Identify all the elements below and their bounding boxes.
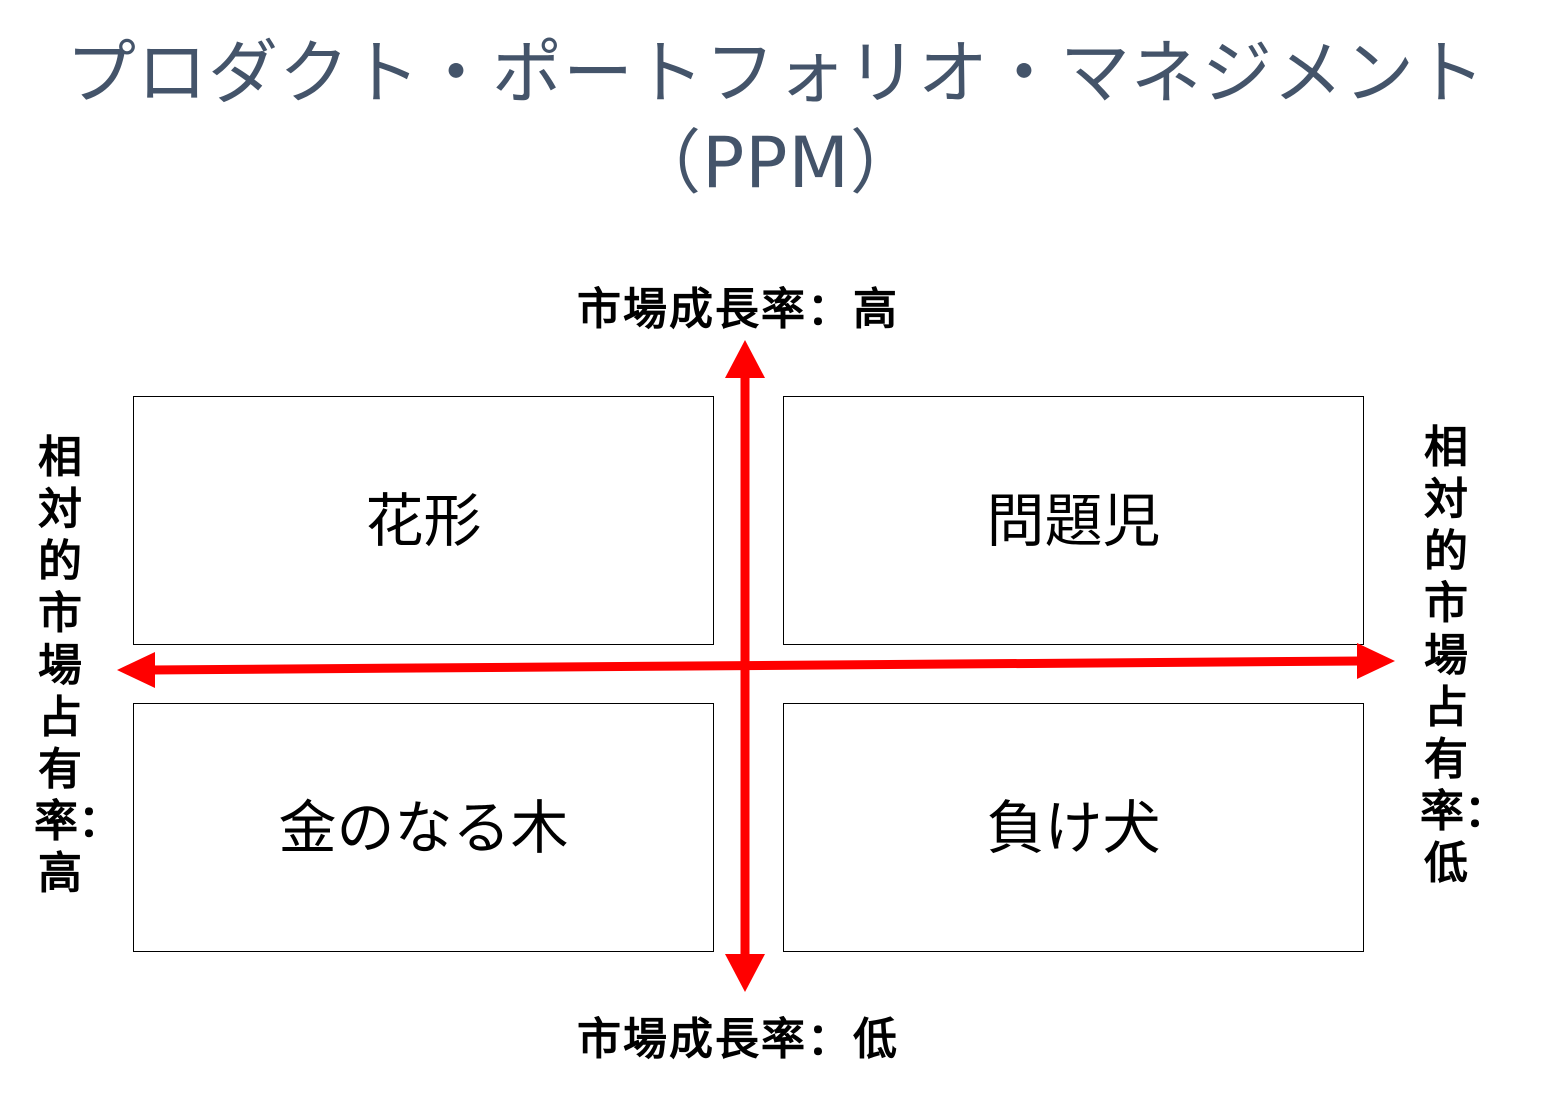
quadrant-cash-cow-label: 金のなる木 [278,793,569,862]
title-line-1: プロダクト・ポートフォリオ・マネジメント [66,32,1486,114]
quadrant-dog: 負け犬 [783,703,1364,952]
growth-low-label: 市場成長率：低 [577,1014,899,1065]
quadrant-star: 花形 [133,396,714,645]
horizontal-arrowhead-right-icon [1357,643,1395,679]
share-high-label: 相対的市場占有率：高 [34,432,122,899]
quadrant-cash-cow: 金のなる木 [133,703,714,952]
share-low-label: 相対的市場占有率：低 [1420,422,1508,889]
horizontal-axis-line [149,656,1363,675]
growth-high-label: 市場成長率：高 [577,284,899,335]
quadrant-problem-child-label: 問題児 [986,486,1161,555]
vertical-arrowhead-up-icon [725,340,765,378]
horizontal-arrowhead-left-icon [117,652,155,688]
title-line-2: （PPM） [631,122,921,204]
vertical-arrowhead-down-icon [725,954,765,992]
quadrant-star-label: 花形 [365,486,482,555]
quadrant-dog-label: 負け犬 [986,793,1161,862]
quadrant-problem-child: 問題児 [783,396,1364,645]
